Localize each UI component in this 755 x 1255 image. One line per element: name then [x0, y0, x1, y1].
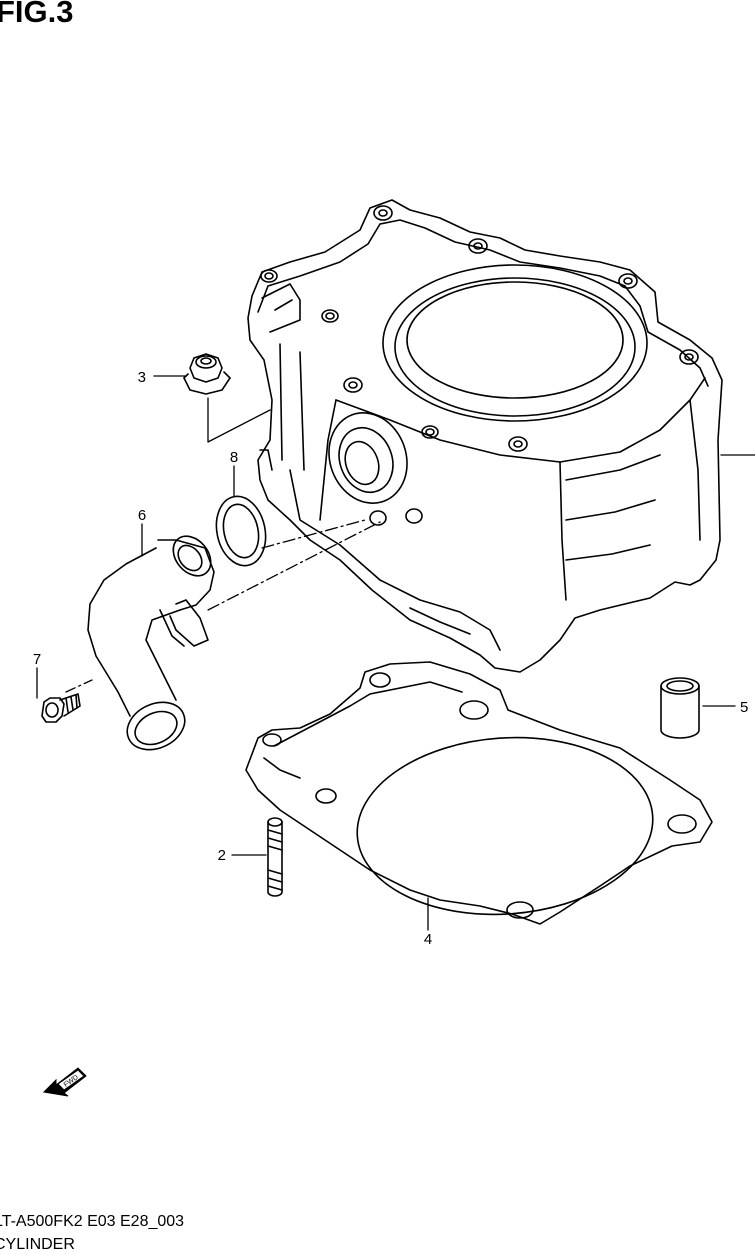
intake-pipe-part-6 — [87, 535, 215, 751]
cylinder-gasket-part-4 — [245, 661, 713, 925]
cylinder-block — [247, 199, 723, 673]
figure-title: FIG.3 — [0, 0, 74, 29]
o-ring-part-8 — [215, 495, 267, 567]
forward-arrow-icon: FWD — [42, 1067, 87, 1097]
callout-3: 3 — [138, 369, 146, 386]
leader-lines — [36, 375, 755, 931]
stud-part-2 — [267, 817, 283, 897]
part-name-label: CYLINDER — [0, 1236, 75, 1253]
dowel-pin-part-5 — [660, 677, 700, 739]
callout-4: 4 — [424, 931, 432, 948]
callout-7: 7 — [33, 651, 41, 668]
nut-part-3 — [183, 353, 231, 395]
bolt-part-7 — [41, 693, 81, 723]
callout-8: 8 — [230, 449, 238, 466]
callout-5: 5 — [740, 699, 748, 716]
callout-2: 2 — [218, 847, 226, 864]
callout-6: 6 — [138, 507, 146, 524]
model-code-label: LT-A500FK2 E03 E28_003 — [0, 1213, 185, 1230]
